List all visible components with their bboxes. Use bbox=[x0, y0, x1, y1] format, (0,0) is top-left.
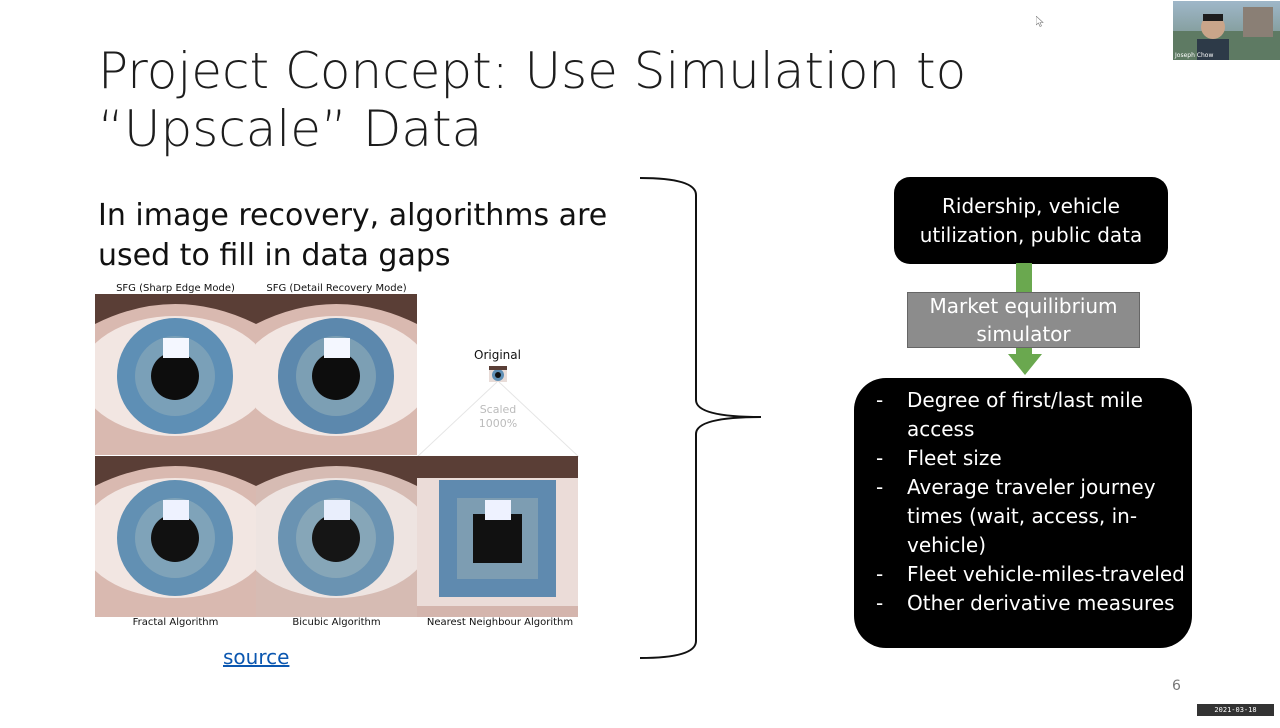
outputs-box: -Degree of first/last mile access -Fleet… bbox=[854, 378, 1192, 648]
output-item: -Degree of first/last mile access bbox=[876, 388, 1143, 441]
label-bicubic: Bicubic Algorithm bbox=[292, 617, 381, 628]
label-original: Original bbox=[474, 348, 521, 362]
output-item: -Fleet vehicle-miles-traveled bbox=[876, 562, 1185, 586]
eye-image-nearest-neighbour bbox=[417, 456, 578, 617]
label-fractal: Fractal Algorithm bbox=[132, 617, 219, 628]
output-item: -Fleet size bbox=[876, 446, 1002, 470]
eye-image-fractal bbox=[95, 456, 256, 617]
input-data-box: Ridership, vehicle utilization, public d… bbox=[894, 177, 1168, 264]
participant-video-tile[interactable]: Joseph Chow bbox=[1173, 1, 1280, 60]
eye-image-bicubic bbox=[256, 456, 417, 617]
page-number: 6 bbox=[1172, 678, 1181, 694]
flow-arrow bbox=[1008, 263, 1042, 375]
participant-name: Joseph Chow bbox=[1175, 52, 1214, 59]
eye-image-sfg-sharp bbox=[95, 294, 256, 455]
slide-title: Project Concept: Use Simulation to “Upsc… bbox=[98, 42, 967, 158]
output-item: -Average traveler journey times (wait, a… bbox=[876, 475, 1156, 557]
mouse-pointer-icon bbox=[1036, 16, 1044, 27]
label-sfg-detail: SFG (Detail Recovery Mode) bbox=[266, 283, 407, 294]
scaled-label: Scaled 1000% bbox=[478, 403, 518, 430]
simulator-box: Market equilibrium simulator bbox=[907, 292, 1140, 348]
outputs-list: -Degree of first/last mile access -Fleet… bbox=[854, 378, 1192, 618]
output-item: -Other derivative measures bbox=[876, 591, 1175, 615]
label-sfg-sharp: SFG (Sharp Edge Mode) bbox=[116, 283, 235, 294]
slide-subtitle: In image recovery, algorithms are used t… bbox=[98, 198, 608, 273]
eye-image-sfg-detail bbox=[256, 294, 417, 455]
label-nearest-neighbour: Nearest Neighbour Algorithm bbox=[426, 617, 574, 628]
right-curly-brace bbox=[639, 177, 762, 659]
source-link[interactable]: source bbox=[223, 645, 290, 669]
eye-image-original-thumbnail bbox=[489, 366, 507, 382]
participant-avatar-icon bbox=[1173, 7, 1280, 60]
recording-timestamp: 2021-03-18 17:44:33 bbox=[1197, 704, 1274, 726]
scale-guide-lines bbox=[417, 382, 579, 457]
